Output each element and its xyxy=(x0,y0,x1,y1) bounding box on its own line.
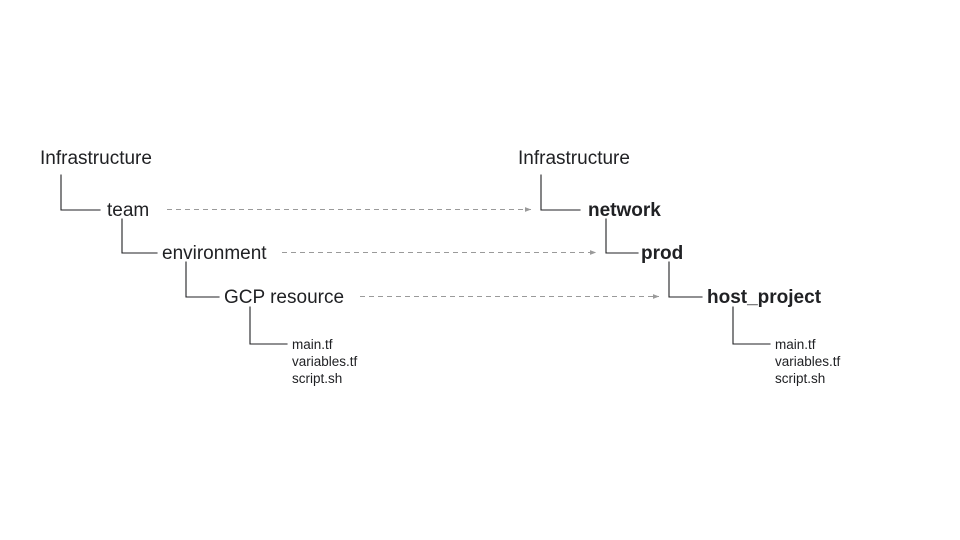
connector-network-prod xyxy=(605,218,639,254)
right-tree-root-label: Infrastructure xyxy=(518,148,630,169)
left-tree-node-gcp-resource: GCP resource xyxy=(224,287,345,308)
right-file-item-0: main.tf xyxy=(775,337,816,352)
left-tree-file-list: main.tf variables.tf script.sh xyxy=(292,336,357,387)
connector-hostproject-files xyxy=(732,306,771,345)
connector-team-environment xyxy=(121,218,158,254)
left-file-item-0: main.tf xyxy=(292,337,333,352)
connector-environment-gcpresource xyxy=(185,261,220,298)
right-tree-node-network: network xyxy=(588,200,661,221)
connector-infrastructure-team xyxy=(60,174,101,211)
right-file-item-1: variables.tf xyxy=(775,354,841,369)
left-tree-node-team: team xyxy=(107,200,150,221)
mapping-arrows xyxy=(167,207,660,299)
left-tree-root-label: Infrastructure xyxy=(40,148,152,169)
right-tree-connectors xyxy=(540,174,771,345)
right-tree-file-list: main.tf variables.tf script.sh xyxy=(775,336,840,387)
left-file-item-2: script.sh xyxy=(292,371,343,386)
right-tree-node-prod: prod xyxy=(641,243,684,264)
right-file-item-2: script.sh xyxy=(775,371,826,386)
connector-prod-hostproject xyxy=(668,261,703,298)
right-tree-node-host-project: host_project xyxy=(707,287,822,308)
left-tree-connectors xyxy=(60,174,288,345)
left-tree-node-environment: environment xyxy=(162,243,267,264)
connector-infrastructure-network xyxy=(540,174,581,211)
connector-gcpresource-files xyxy=(249,306,288,345)
left-file-item-1: variables.tf xyxy=(292,354,358,369)
